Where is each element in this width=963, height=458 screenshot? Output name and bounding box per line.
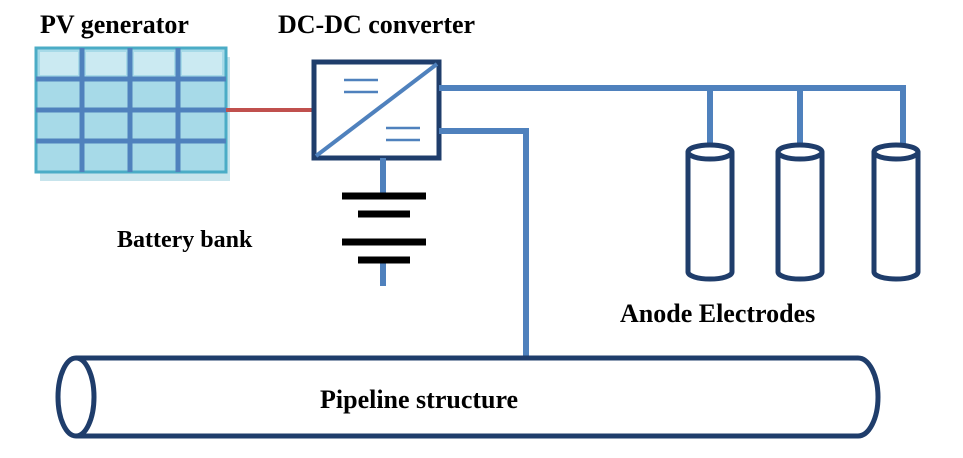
converter-diagonal: [314, 62, 439, 158]
anode-electrodes: [685, 142, 921, 282]
dc-dc-converter-label: DC-DC converter: [278, 10, 475, 39]
anode-bus-wire: [439, 85, 906, 146]
pipeline-body: [76, 355, 881, 439]
anode-electrode-2: [775, 142, 825, 282]
anode-electrode-1: [685, 142, 735, 282]
pv-panel-highlights: [40, 52, 222, 75]
wires: [380, 85, 906, 357]
anode-electrodes-label: Anode Electrodes: [620, 299, 815, 328]
pipeline-structure-label: Pipeline structure: [320, 385, 518, 414]
battery-icon: [342, 192, 426, 264]
pv-panel-grid: [36, 48, 226, 172]
pipeline-end: [55, 355, 97, 439]
pv-generator-label: PV generator: [40, 10, 189, 39]
pipeline: [55, 355, 881, 439]
anode-electrode-3: [871, 142, 921, 282]
dc-dc-converter: [311, 59, 442, 161]
pv-generator: [34, 46, 230, 181]
battery-bank-label: Battery bank: [117, 227, 253, 253]
pipeline-wire: [439, 128, 529, 357]
